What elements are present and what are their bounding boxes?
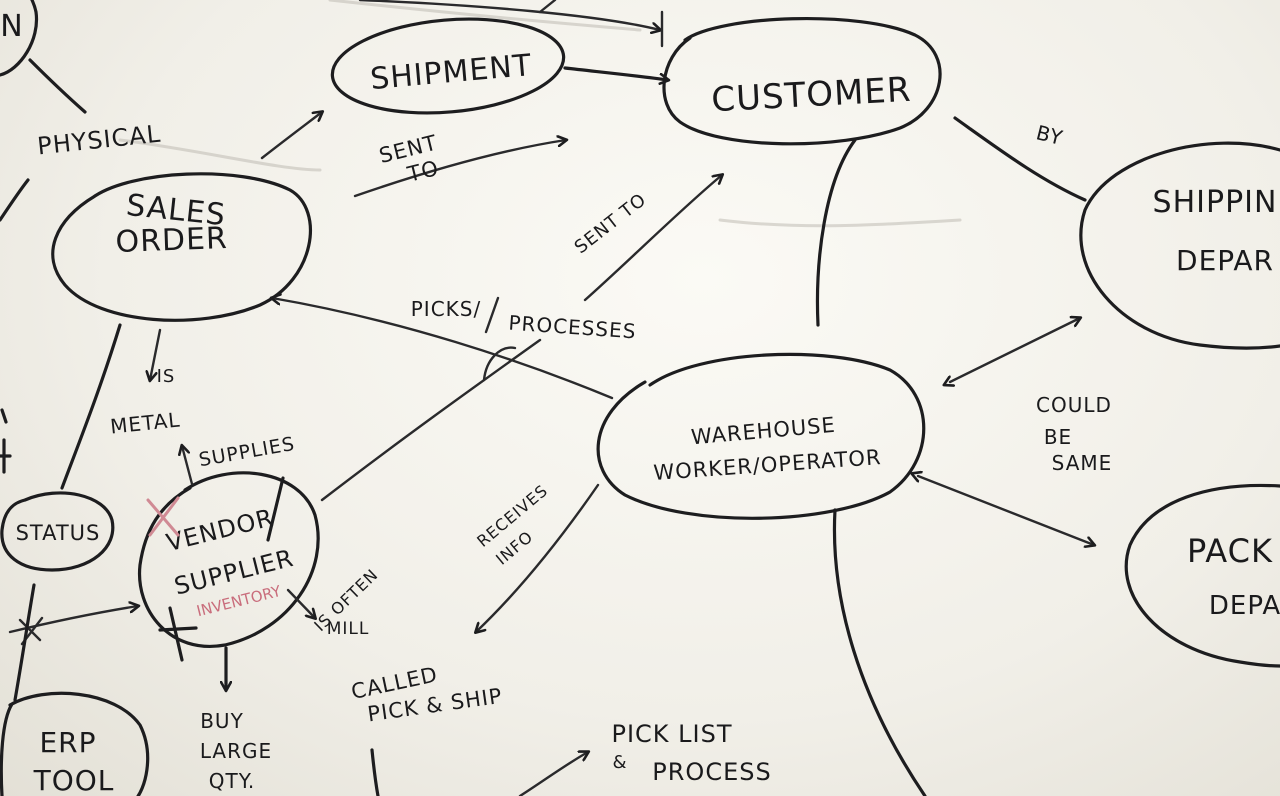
edge-warehouse-to-sales-order [272,298,614,400]
label-process: PROCESS [652,758,771,786]
node-sales-order-outline [51,172,312,322]
label-physical: PHYSICAL [36,120,162,161]
edge-vendor-to-warehouse [320,338,542,502]
edge-customer-shipping-dept [953,116,1087,202]
edge-pick-list [518,752,588,796]
label-metal: METAL [109,407,182,438]
node-warehouse-worker-label-1: WAREHOUSE [690,413,837,450]
edge-left-mid [0,178,30,222]
edge-shipment-to-customer [563,66,668,80]
edge-warehouse-to-customer [583,175,722,302]
label-ampersand: & [612,752,627,773]
node-sales-order-label-2: ORDER [115,221,229,260]
node-shipment-outline [330,17,566,115]
vendor-cross-mark [158,606,198,662]
edge-sales-order-to-shipment [260,112,322,160]
node-erp-tool-label-1: ERP [39,726,96,759]
node-packing-department-label-1: PACK [1187,532,1273,570]
label-by: BY [1034,120,1066,150]
label-is: IS [157,366,176,387]
edge-sales-order-status [60,323,122,490]
label-large: LARGE [200,739,272,763]
edge-picks-bump [482,346,517,382]
node-vendor-supplier-outline [137,471,320,648]
label-processes: PROCESSES [508,311,637,344]
edge-receives-info [476,483,600,632]
red-x-mark [146,496,180,537]
edge-customer-to-warehouse [815,138,857,327]
edge-left-status-down [13,583,36,702]
label-qty: QTY. [209,769,255,793]
edge-top-to-customer [358,0,660,30]
node-status-label: STATUS [16,521,101,545]
edge-sales-order-metal [150,328,162,380]
node-shipping-department-label-1: SHIPPIN [1153,185,1278,220]
node-status-outline [0,491,115,572]
label-mill: MILL [327,619,370,639]
node-warehouse-worker-label-2: WORKER/OPERATOR [653,445,883,485]
node-customer-label: CUSTOMER [710,70,912,120]
edge-left-mark [18,616,44,646]
edge-top-mark [538,0,557,14]
edge-warehouse-shipping-dept [950,318,1080,382]
label-picks: PICKS/ [411,297,481,321]
node-packing-department-outline [1124,483,1280,668]
label-buy: BUY [200,709,244,733]
label-be: BE [1044,425,1072,449]
edge-vendor-supplies [182,446,194,486]
node-top-left-partial-label: N [0,9,23,44]
edge-sent-to-arrow [353,140,566,198]
edge-warehouse-down [832,508,927,796]
edge-picks-slash [484,296,500,334]
node-packing-department-label-2: DEPA [1209,591,1280,621]
edge-warehouse-packing-dept [918,476,1094,545]
node-vendor-supplier-label-1: VENDOR [164,503,277,557]
edge-vendor-mill [286,588,315,618]
node-erp-tool-outline [0,691,150,796]
vendor-slash-mark [266,476,285,542]
node-erp-tool-label-2: TOOL [33,764,115,796]
edge-left-top [28,58,87,114]
node-customer-outline [662,16,942,146]
node-shipment-label: SHIPMENT [369,48,534,97]
label-same: SAME [1052,451,1113,475]
left-edge-mark [0,408,12,474]
node-shipping-department-outline [1079,141,1280,350]
node-top-left-partial-outline [0,0,39,77]
label-could: COULD [1036,393,1112,417]
label-sent-to-2: SENT TO [571,189,651,258]
label-supplies: SUPPLIES [197,433,296,472]
node-warehouse-worker-outline [596,352,926,520]
erased-mark [118,138,322,172]
label-pick-list: PICK LIST [611,720,732,748]
erased-mark [328,0,642,32]
edge-called-down [370,748,380,796]
erased-mark [718,218,962,228]
node-shipping-department-label-2: DEPAR [1176,244,1274,277]
